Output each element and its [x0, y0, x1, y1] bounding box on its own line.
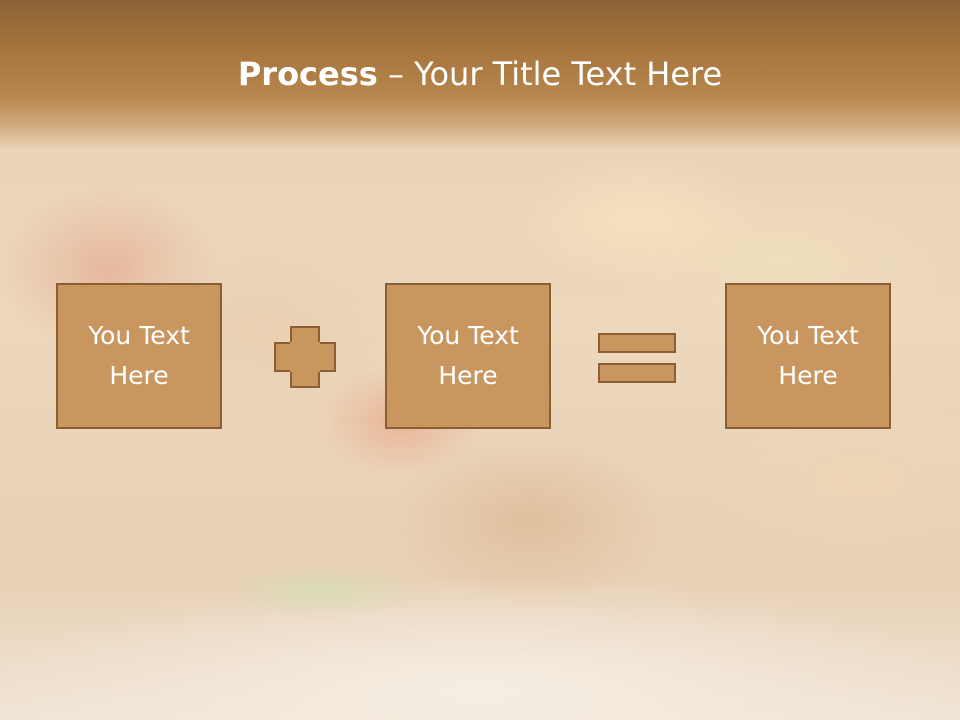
equals-icon-bar: [598, 363, 676, 383]
equals-icon: [598, 333, 676, 353]
title-rest: – Your Title Text Here: [377, 55, 723, 93]
process-box-1: You Text Here: [56, 283, 222, 429]
box-2-line-2: Here: [438, 361, 498, 390]
process-box-3: You Text Here: [725, 283, 891, 429]
box-1-line-1: You Text: [88, 321, 190, 350]
slide-title: Process – Your Title Text Here: [0, 52, 960, 96]
box-3-line-1: You Text: [757, 321, 859, 350]
box-1-line-2: Here: [109, 361, 169, 390]
plus-icon-bar: [274, 342, 336, 372]
box-2-line-1: You Text: [417, 321, 519, 350]
box-3-line-2: Here: [778, 361, 838, 390]
title-banner: [0, 0, 960, 150]
box-1-text: You Text Here: [69, 316, 209, 396]
title-bold: Process: [237, 55, 378, 93]
process-box-2: You Text Here: [385, 283, 551, 429]
box-3-text: You Text Here: [738, 316, 878, 396]
box-2-text: You Text Here: [398, 316, 538, 396]
